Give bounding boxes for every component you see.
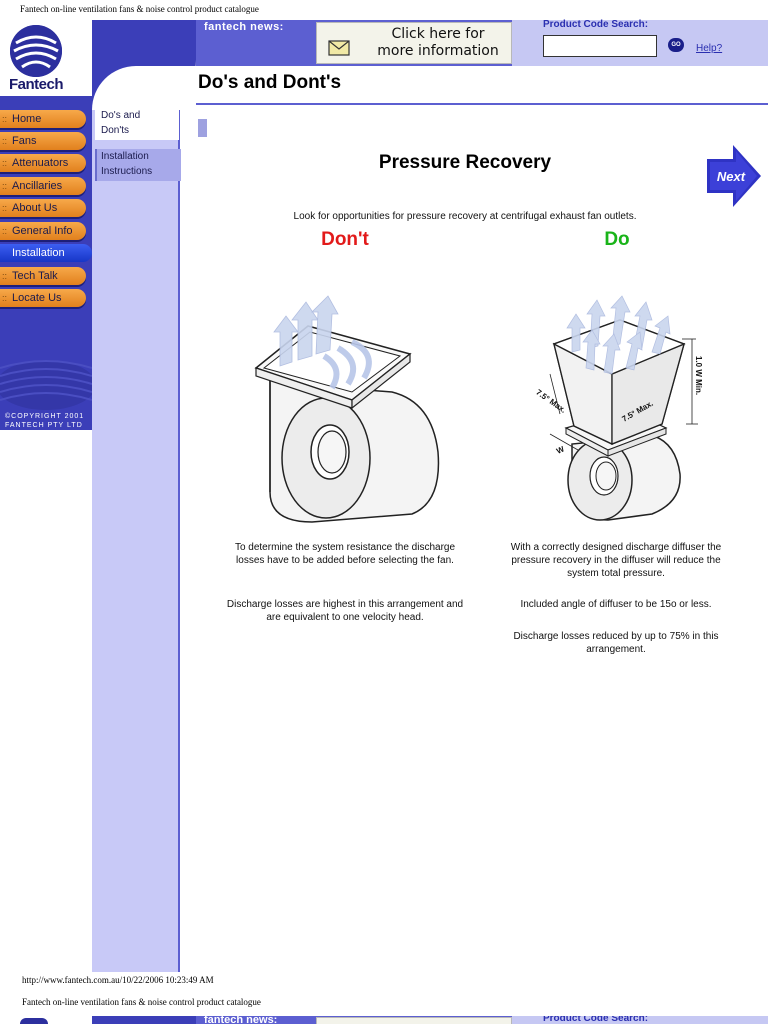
next-page-product-code-label: Product Code Search:	[543, 1016, 649, 1024]
fantech-logo-icon[interactable]	[10, 25, 62, 77]
nav-bullet-icon: ::	[2, 158, 8, 168]
nav-corner-inner	[92, 66, 196, 110]
nav-item-tech-talk[interactable]: ::Tech Talk	[0, 267, 86, 285]
subnav-item-line2: Instructions	[101, 166, 153, 177]
title-underline	[196, 103, 768, 105]
print-header-title: Fantech on-line ventilation fans & noise…	[20, 4, 259, 14]
subnav-item-line1: Do's and	[101, 110, 141, 121]
nav-item-label: General Info	[12, 225, 73, 237]
diagram-width-label: W	[555, 444, 566, 456]
next-button-label: Next	[717, 169, 746, 184]
nav-item-label: Ancillaries	[12, 180, 63, 192]
news-link-box[interactable]	[316, 22, 512, 64]
nav-item-label: Fans	[12, 135, 37, 147]
nav-item-label: Tech Talk	[12, 270, 58, 282]
fantech-logo-text[interactable]: Fantech	[9, 76, 64, 93]
nav-item-about-us[interactable]: ::About Us	[0, 199, 86, 217]
next-page-search-panel	[512, 1016, 768, 1024]
do-fan-diffuser-illustration: 7.5° Max. 7.5° Max. 1.0 W Min. W	[532, 294, 710, 524]
page-title: Do's and Dont's	[198, 72, 342, 93]
nav-bullet-icon: ::	[2, 114, 8, 124]
nav-decoration-lines	[0, 340, 96, 410]
dont-heading: Don't	[321, 229, 369, 250]
news-label: fantech news:	[204, 21, 284, 33]
product-code-input[interactable]	[543, 35, 657, 57]
copyright-line1: ©COPYRIGHT 2001	[5, 413, 85, 420]
nav-item-locate-us[interactable]: ::Locate Us	[0, 289, 86, 307]
nav-item-label: About Us	[12, 202, 58, 214]
next-page-logo-strip	[0, 1016, 196, 1024]
subnav-item-line1: Installation	[101, 151, 149, 162]
do-heading: Do	[604, 229, 630, 250]
nav-item-label: Locate Us	[12, 292, 62, 304]
nav-item-ancillaries[interactable]: ::Ancillaries	[0, 177, 86, 195]
next-page-news-box	[316, 1017, 512, 1024]
do-text-1: With a correctly designed discharge diff…	[510, 542, 722, 579]
next-page-nav-strip	[92, 1016, 196, 1024]
go-button[interactable]: GO	[668, 38, 684, 52]
subnav-panel	[92, 110, 180, 972]
envelope-icon[interactable]	[328, 40, 350, 61]
nav-item-label: Installation	[12, 247, 65, 259]
nav-item-label: Attenuators	[12, 157, 69, 169]
print-footer-url: http://www.fantech.com.au/10/22/2006 10:…	[22, 975, 214, 985]
do-text-3: Discharge losses reduced by up to 75% in…	[513, 631, 719, 655]
news-link-text[interactable]: Click here for more information	[370, 26, 506, 60]
nav-item-general-info[interactable]: ::General Info	[0, 222, 86, 240]
dont-text-1: To determine the system resistance the d…	[234, 542, 456, 566]
subnav-item-line2: Don'ts	[101, 125, 130, 136]
section-marker	[198, 119, 207, 137]
next-page-banner: fantech news: Product Code Search:	[0, 1016, 768, 1024]
copyright-text: ©COPYRIGHT 2001 FANTECH PTY LTD	[5, 412, 84, 430]
nav-item-fans[interactable]: ::Fans	[0, 132, 86, 150]
section-heading: Pressure Recovery	[378, 152, 552, 173]
do-text-2: Included angle of diffuser to be 15o or …	[520, 599, 712, 610]
product-code-label: Product Code Search:	[543, 19, 649, 30]
nav-bullet-icon: ::	[2, 203, 8, 213]
intro-text: Look for opportunities for pressure reco…	[293, 211, 637, 222]
nav-bullet-icon: ::	[2, 293, 8, 303]
dont-text-2: Discharge losses are highest in this arr…	[226, 599, 464, 623]
nav-bullet-icon: ::	[2, 226, 8, 236]
nav-bullet-icon: ::	[2, 271, 8, 281]
diagram-angle-left-label: 7.5° Max.	[534, 388, 567, 415]
nav-item-home[interactable]: ::Home	[0, 110, 86, 128]
next-button[interactable]: Next	[707, 145, 763, 207]
dont-fan-illustration	[252, 292, 442, 524]
nav-item-installation[interactable]: Installation	[0, 244, 92, 262]
next-page-news-label: fantech news:	[204, 1016, 278, 1024]
nav-item-attenuators[interactable]: ::Attenuators	[0, 154, 86, 172]
news-link-line1[interactable]: Click here for	[391, 26, 485, 42]
help-link[interactable]: Help?	[696, 43, 723, 54]
news-link-line2[interactable]: more information	[377, 43, 499, 59]
subnav-item-installation-instructions[interactable]: Installation Instructions	[95, 149, 181, 181]
diagram-length-label: 1.0 W Min.	[694, 356, 703, 395]
next-page-logo-icon	[20, 1018, 48, 1024]
nav-bullet-icon: ::	[2, 181, 8, 191]
nav-bullet-icon: ::	[2, 136, 8, 146]
next-page-header-title: Fantech on-line ventilation fans & noise…	[22, 997, 261, 1007]
nav-item-label: Home	[12, 113, 42, 125]
copyright-line2: FANTECH PTY LTD	[5, 422, 83, 429]
subnav-item-dos-and-donts[interactable]: Do's and Don'ts	[95, 108, 179, 140]
